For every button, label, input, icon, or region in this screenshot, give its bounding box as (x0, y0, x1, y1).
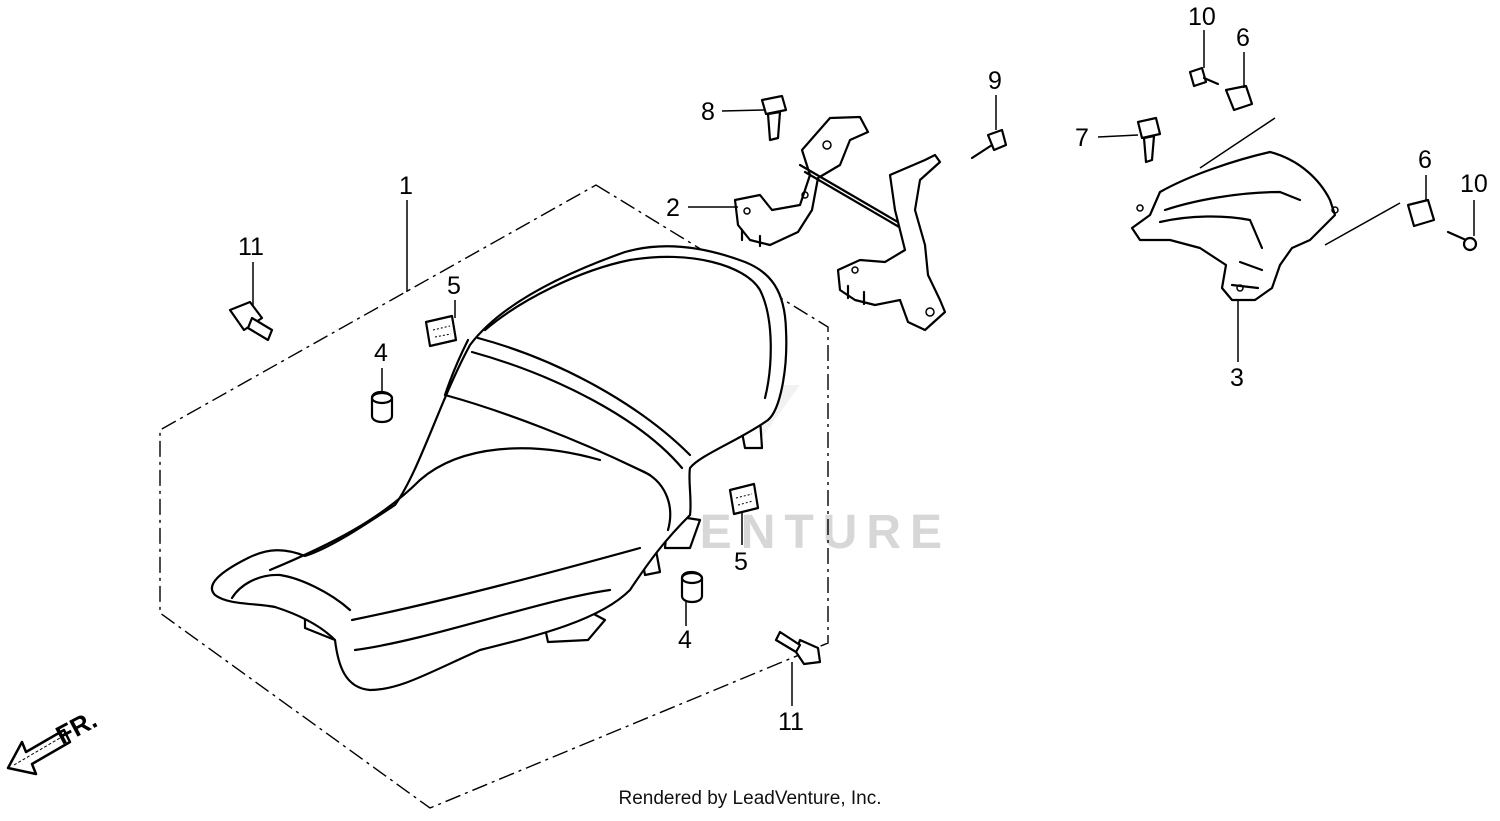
cushion-rubber-upper (370, 390, 394, 424)
callout-numbers: 1 2 3 4 4 5 5 6 6 7 8 9 10 10 11 11 (238, 3, 1488, 736)
callout-4-upper[interactable]: 4 (374, 339, 388, 367)
callout-11-upper[interactable]: 11 (238, 233, 264, 261)
seat-assembly-outline (159, 184, 829, 809)
front-direction-indicator: FR. (6, 704, 102, 776)
leader-cover-top (1199, 117, 1276, 169)
callout-6-right[interactable]: 6 (1418, 146, 1432, 174)
callout-11-lower[interactable]: 11 (778, 708, 804, 736)
screw-10-right (1446, 230, 1478, 252)
callout-6-upper[interactable]: 6 (1236, 24, 1250, 52)
callout-9[interactable]: 9 (988, 67, 1002, 95)
callout-10-upper[interactable]: 10 (1188, 3, 1216, 31)
pad-lower (728, 482, 760, 516)
callout-10-right[interactable]: 10 (1460, 170, 1488, 198)
callout-7[interactable]: 7 (1075, 124, 1089, 152)
callout-8[interactable]: 8 (701, 98, 715, 126)
callout-4-lower[interactable]: 4 (678, 626, 692, 654)
callout-5-upper[interactable]: 5 (447, 272, 461, 300)
cushion-rubber-lower (680, 570, 704, 604)
screw-9 (970, 128, 1008, 160)
rear-cover (1130, 150, 1339, 302)
callout-2[interactable]: 2 (666, 194, 680, 222)
bolt-11-upper (228, 300, 274, 342)
bolt-8 (760, 94, 788, 142)
callout-5-lower[interactable]: 5 (734, 548, 748, 576)
seat (210, 245, 788, 692)
pad-upper (424, 314, 458, 348)
render-credit: Rendered by LeadVenture, Inc. (618, 788, 882, 809)
leader-cover-right (1324, 202, 1401, 246)
bolt-11-lower (774, 630, 822, 666)
grommet-6-right (1406, 198, 1436, 228)
callout-leaders (252, 30, 1475, 706)
callout-3[interactable]: 3 (1230, 364, 1244, 392)
seat-bracket (733, 115, 947, 332)
callout-1[interactable]: 1 (399, 172, 413, 200)
screw-10-upper (1188, 66, 1220, 88)
grommet-6-upper (1224, 84, 1254, 112)
bolt-7 (1136, 116, 1162, 164)
